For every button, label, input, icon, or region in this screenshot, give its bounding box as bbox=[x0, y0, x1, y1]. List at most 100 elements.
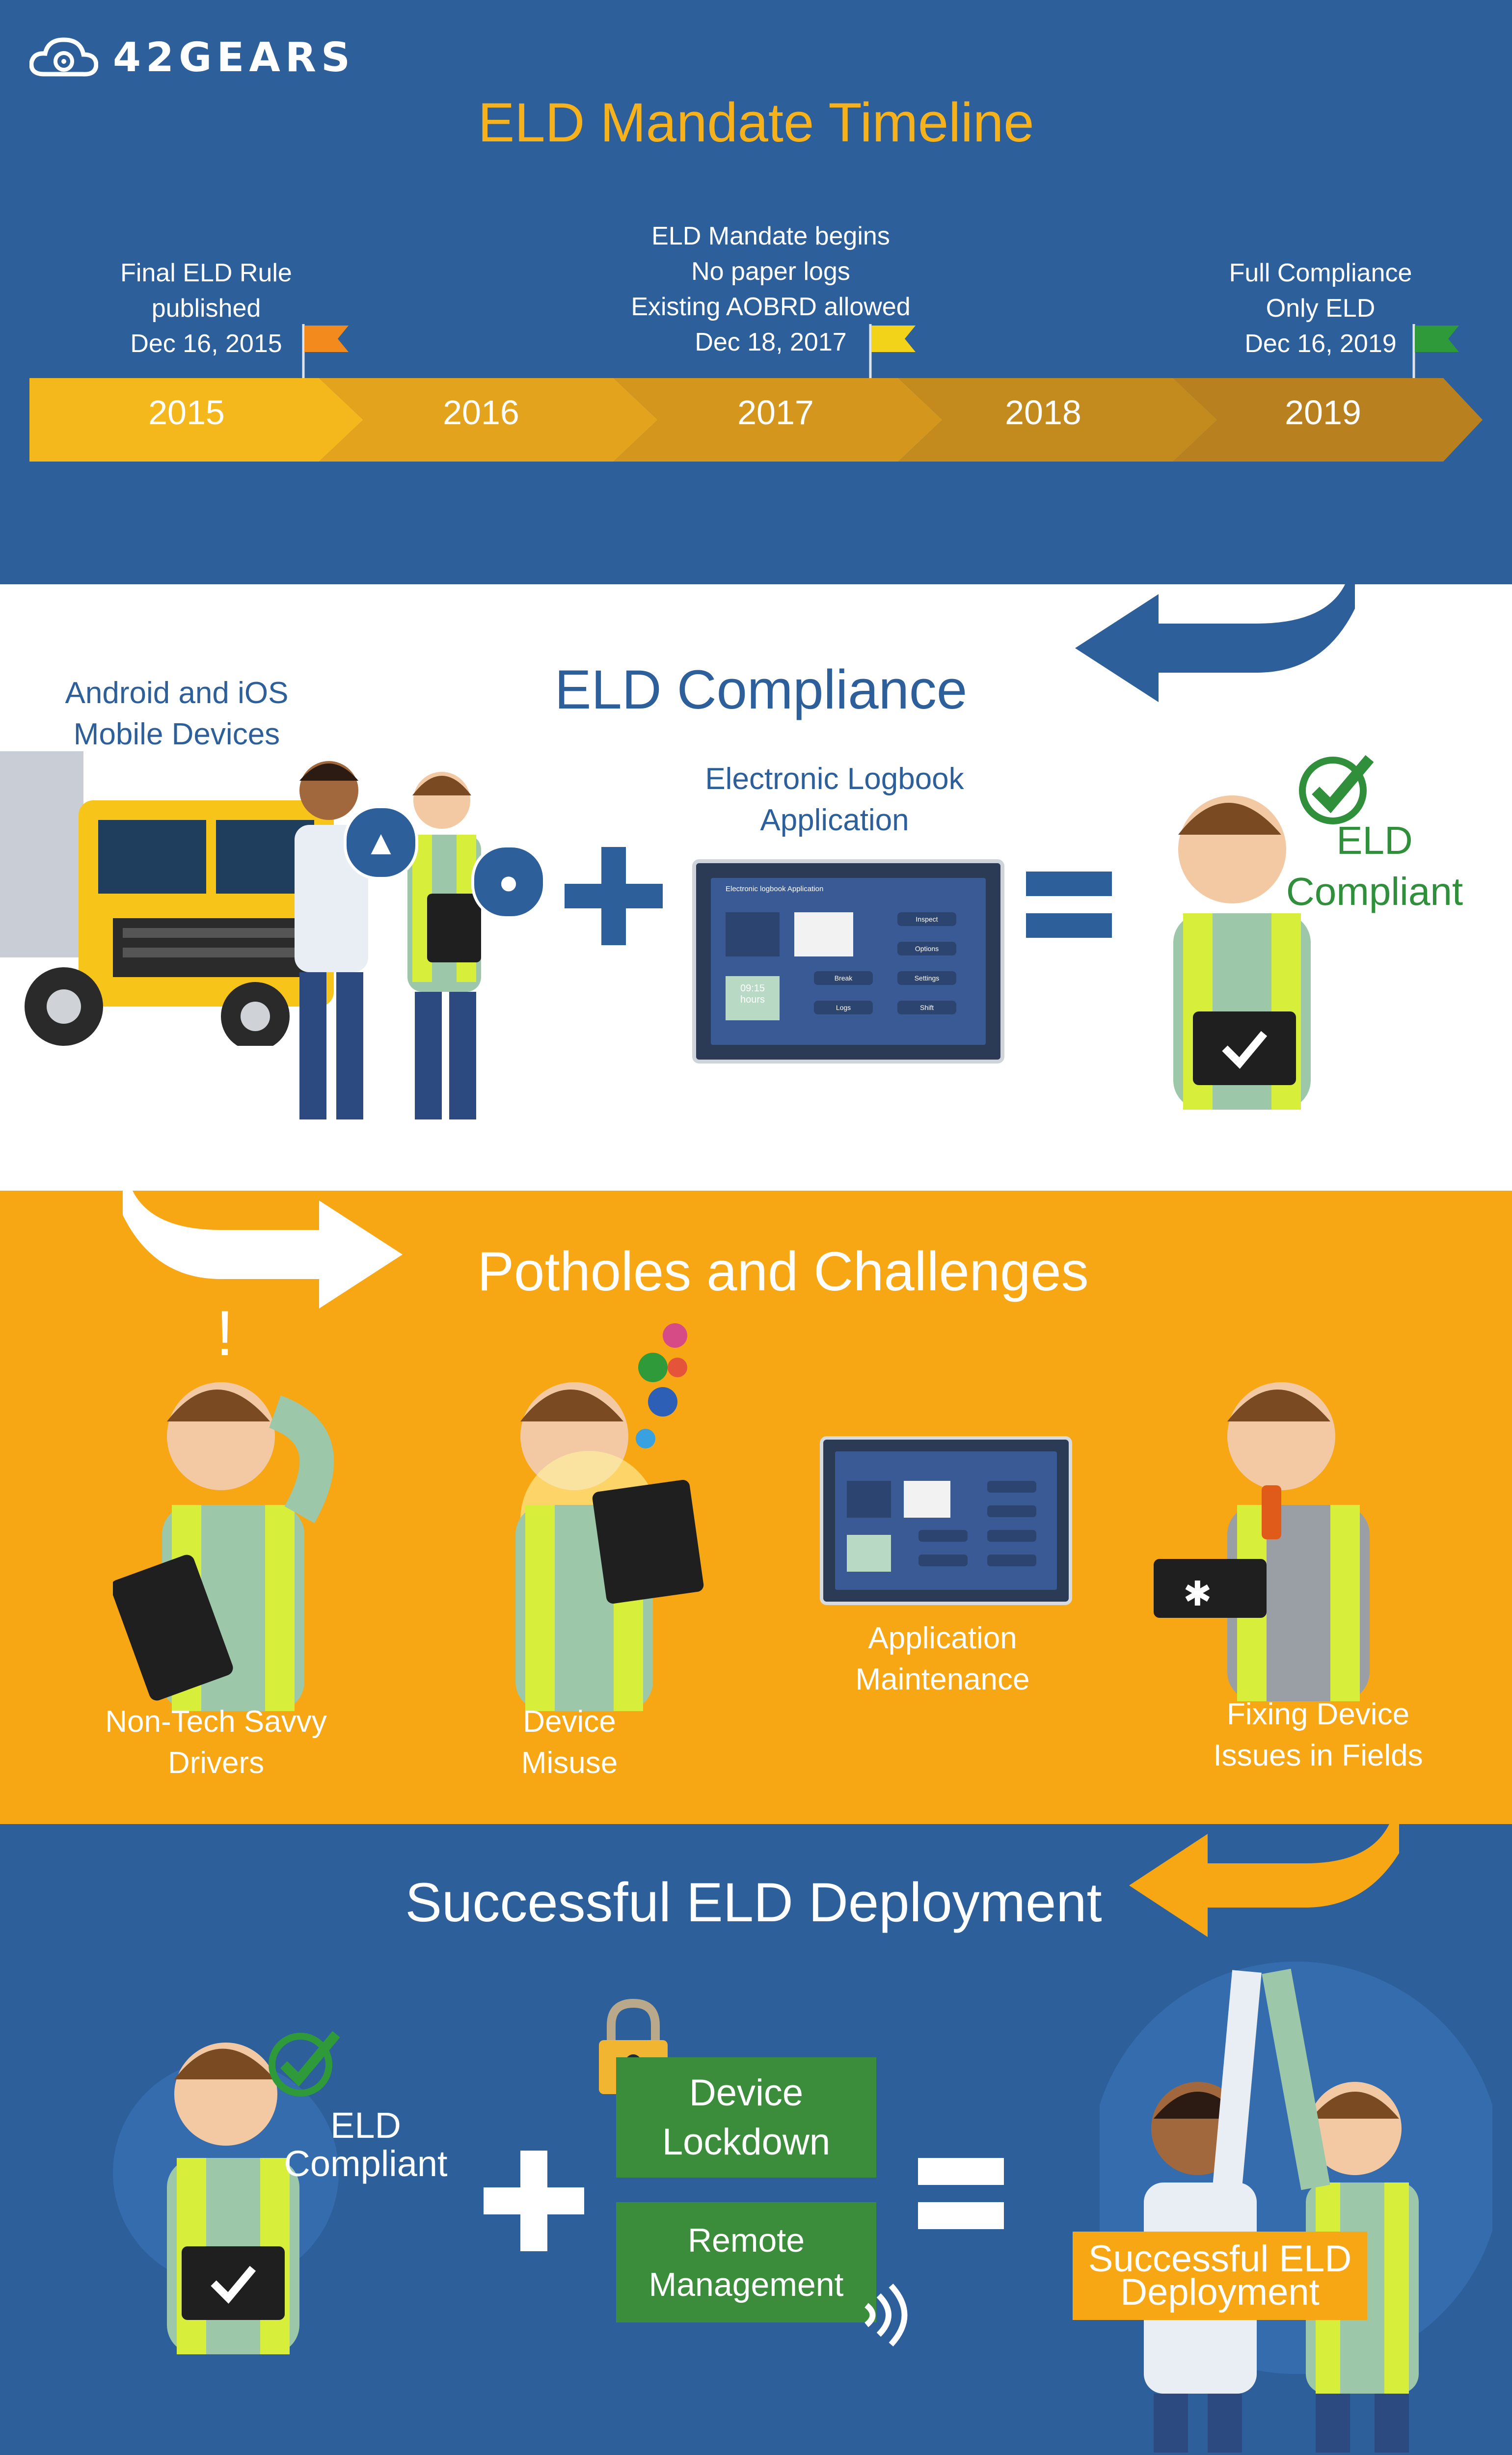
hours-tile bbox=[847, 1535, 891, 1572]
truck-icon bbox=[847, 1481, 891, 1518]
milestone-2015: Final ELD Rule published Dec 16, 2015 bbox=[83, 255, 329, 361]
box-line: Lockdown bbox=[662, 2121, 831, 2163]
logs-button[interactable]: Logs bbox=[814, 1001, 873, 1014]
caption-line: Application bbox=[868, 1621, 1017, 1655]
bar-chart-icon bbox=[904, 1481, 950, 1518]
timeline-title: ELD Mandate Timeline bbox=[478, 92, 1034, 153]
box-line: Management bbox=[648, 2265, 844, 2303]
settings-button[interactable]: Settings bbox=[897, 971, 956, 985]
flag-icon bbox=[302, 324, 349, 381]
break-button[interactable]: Break bbox=[814, 971, 873, 985]
twitter-icon bbox=[636, 1429, 655, 1448]
challenges-section: Potholes and Challenges ! Non-Tech Savvy… bbox=[0, 1191, 1512, 1824]
caption-line: Misuse bbox=[521, 1746, 618, 1780]
milestone-line: ELD Mandate begins bbox=[651, 222, 890, 250]
year-label: 2015 bbox=[148, 393, 225, 432]
milestone-line: Full Compliance bbox=[1229, 259, 1412, 287]
app-title: Electronic logbook Application bbox=[726, 885, 824, 893]
exclamation-icon: ! bbox=[216, 1297, 234, 1369]
ui-button-shape bbox=[987, 1530, 1036, 1542]
wrench-icon: ✱ bbox=[1183, 1575, 1212, 1613]
wireless-signal-icon bbox=[864, 2283, 908, 2347]
caption-line: Device bbox=[523, 1705, 616, 1739]
equals-icon bbox=[918, 2202, 1004, 2229]
plus-icon bbox=[520, 2151, 547, 2251]
celebrating-drivers-illustration bbox=[1100, 1962, 1492, 2453]
ui-button-shape bbox=[918, 1530, 968, 1542]
milestone-line: Dec 18, 2017 bbox=[695, 328, 847, 356]
tablet-screen: Electronic logbook Application 09:15 hou… bbox=[711, 878, 986, 1045]
maintenance-tablet bbox=[820, 1436, 1072, 1605]
label-line: ELD bbox=[330, 2105, 401, 2146]
flag-icon bbox=[1412, 324, 1459, 381]
youtube-icon bbox=[668, 1358, 687, 1377]
drivers-illustration bbox=[295, 761, 481, 1119]
caption-line: Non-Tech Savvy bbox=[105, 1705, 327, 1739]
challenge-caption: Fixing Device Issues in Fields bbox=[1171, 1694, 1465, 1776]
at-sign-icon bbox=[663, 1323, 687, 1348]
flag-icon bbox=[869, 324, 916, 381]
successful-deployment-box: Successful ELD Deployment bbox=[1073, 2232, 1367, 2320]
label-line: ELD bbox=[1336, 818, 1413, 862]
caption-line: Maintenance bbox=[855, 1663, 1030, 1696]
box-line: Remote bbox=[687, 2221, 805, 2259]
device-misuse-illustration bbox=[515, 1382, 704, 1711]
device-lockdown-box: Device Lockdown bbox=[616, 2057, 876, 2178]
year-label: 2018 bbox=[1005, 393, 1081, 432]
box-line: Deployment bbox=[1120, 2271, 1320, 2313]
curved-arrow-icon bbox=[1129, 1824, 1399, 1937]
year-label: 2019 bbox=[1285, 393, 1361, 432]
year-label: 2017 bbox=[737, 393, 814, 432]
confused-driver-illustration bbox=[113, 1382, 334, 1711]
remote-management-box: Remote Management bbox=[616, 2202, 876, 2322]
caption-line: Drivers bbox=[167, 1746, 265, 1780]
milestone-line: published bbox=[151, 294, 261, 323]
caption-line: Application bbox=[760, 803, 909, 837]
logbook-tablet: Electronic logbook Application 09:15 hou… bbox=[692, 859, 1004, 1064]
curved-arrow-icon bbox=[1075, 584, 1355, 702]
truck-icon bbox=[726, 912, 780, 956]
app-caption: Electronic Logbook Application bbox=[677, 759, 992, 841]
caption-line: Mobile Devices bbox=[73, 717, 280, 751]
equals-icon bbox=[1026, 872, 1112, 896]
plus-icon bbox=[601, 847, 626, 945]
box-line: Device bbox=[689, 2072, 804, 2114]
milestone-line: Final ELD Rule bbox=[120, 259, 292, 287]
eld-compliant-label: ELD Compliant bbox=[260, 2106, 471, 2183]
equals-icon bbox=[1026, 913, 1112, 938]
caption-line: Android and iOS bbox=[65, 676, 289, 710]
milestone-line: Only ELD bbox=[1266, 294, 1376, 323]
year-label: 2016 bbox=[443, 393, 519, 432]
shift-button[interactable]: Shift bbox=[897, 1001, 956, 1014]
timeline-section: 42GEARS ELD Mandate Timeline Final ELD R… bbox=[0, 0, 1512, 584]
milestone-2017: ELD Mandate begins No paper logs Existin… bbox=[599, 218, 943, 360]
challenge-caption: Device Misuse bbox=[422, 1701, 717, 1784]
ui-button-shape bbox=[987, 1505, 1036, 1517]
milestone-line: Dec 16, 2015 bbox=[130, 329, 282, 358]
milestone-line: Dec 16, 2019 bbox=[1244, 329, 1397, 358]
deployment-section: Successful ELD Deployment ELD Compliant … bbox=[0, 1824, 1512, 2455]
milestone-line: No paper logs bbox=[691, 257, 850, 286]
eld-compliant-label: ELD Compliant bbox=[1271, 815, 1478, 917]
devices-caption: Android and iOS Mobile Devices bbox=[29, 673, 324, 755]
challenge-caption: Application Maintenance bbox=[795, 1618, 1090, 1700]
caption-line: Issues in Fields bbox=[1213, 1739, 1423, 1773]
hours-tile: 09:15 hours bbox=[726, 976, 780, 1020]
ui-button-shape bbox=[918, 1555, 968, 1566]
logo-text: 42GEARS bbox=[113, 34, 355, 81]
box-line: Successful ELD bbox=[1088, 2238, 1352, 2280]
compliant-driver-illustration bbox=[1173, 795, 1311, 1110]
ui-button-shape bbox=[987, 1555, 1036, 1566]
caption-line: Electronic Logbook bbox=[705, 762, 964, 796]
label-line: Compliant bbox=[1286, 870, 1463, 913]
hours-value: 09:15 bbox=[740, 983, 765, 994]
inspect-button[interactable]: Inspect bbox=[897, 912, 956, 926]
apple-icon: ● bbox=[471, 845, 546, 919]
options-button[interactable]: Options bbox=[897, 942, 956, 955]
check-circle-icon bbox=[1299, 755, 1374, 824]
brand-logo: 42GEARS bbox=[29, 34, 355, 81]
tablet-screen bbox=[835, 1451, 1057, 1590]
facebook-icon bbox=[648, 1387, 677, 1417]
compliant-driver-illustration bbox=[113, 2043, 339, 2354]
cloud-gear-icon bbox=[29, 37, 98, 77]
